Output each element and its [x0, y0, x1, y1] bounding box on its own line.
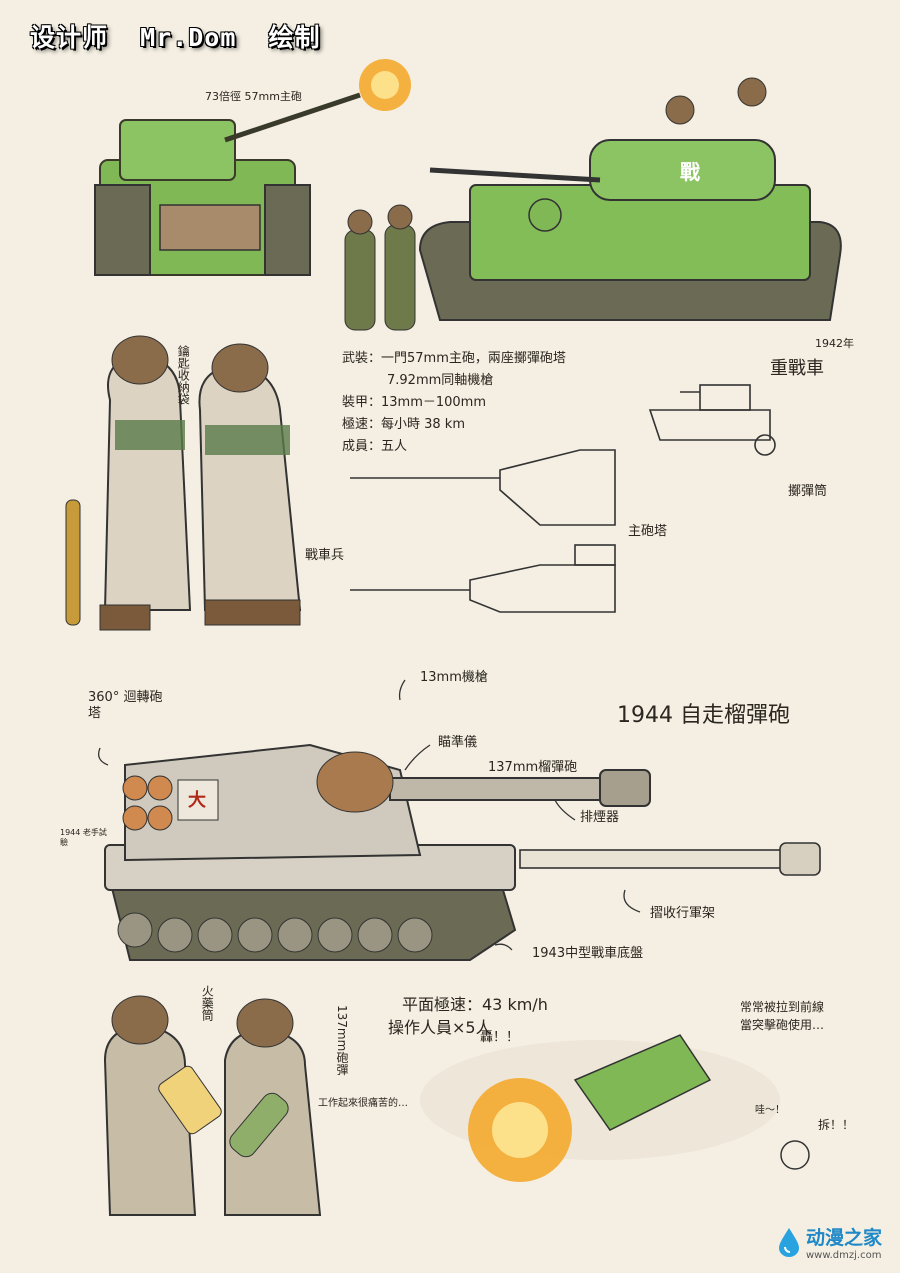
- heavy-tank-title: 重戰車: [770, 358, 824, 379]
- small-note: 1944 老手試驗: [60, 828, 107, 847]
- rear-view-tank: [94, 92, 361, 276]
- crew-top-small: [344, 77, 767, 331]
- explosion-scene: [420, 1034, 810, 1182]
- gun-caliber-note: 73倍徑 57mm主砲: [205, 90, 302, 103]
- watermark: 动漫之家 www.dmzj.com: [778, 1223, 882, 1261]
- spg-barrel-detail: [519, 842, 821, 876]
- hull-emblem: 大: [188, 790, 206, 811]
- spg-title: 1944 自走榴彈砲: [617, 703, 790, 728]
- key-pouch-label: 鑰匙收納袋: [176, 345, 191, 405]
- watermark-brand: 动漫之家: [805, 1227, 882, 1249]
- chassis-label: 1943中型戰車底盤: [532, 946, 644, 961]
- turret-emblem: 戰: [680, 160, 700, 184]
- spg-vehicle: [104, 743, 651, 961]
- callout-arrows: [97, 679, 641, 951]
- gun-crew-figures: [103, 995, 322, 1216]
- muzzle-flash-top: [359, 59, 411, 111]
- work-note: 工作起來很痛苦的…: [318, 1098, 408, 1109]
- tanker-figures: [65, 335, 302, 631]
- tanker-label: 戰車兵: [305, 548, 345, 563]
- spg-speed-line: 平面極速：43 km/h: [402, 995, 548, 1014]
- front-note-1: 常常被拉到前線: [740, 1000, 825, 1014]
- charge-label: 火藥筒: [200, 985, 215, 1021]
- shout-1: 哇～！: [755, 1105, 785, 1116]
- spec-armament-1: 武裝：一門57mm主砲，兩座擲彈砲塔: [342, 351, 566, 366]
- spec-crew: 成員：五人: [342, 439, 408, 454]
- watermark-url: www.dmzj.com: [805, 1250, 882, 1261]
- spec-armament-2: 7.92mm同軸機槍: [387, 373, 494, 388]
- mg-label: 13mm機槍: [420, 670, 488, 685]
- sfx-label: 轟！！: [480, 1030, 520, 1045]
- year-tag: 1942年: [815, 337, 854, 350]
- main-turret-label: 主砲塔: [628, 524, 668, 539]
- muzzle-brake-label: 排煙器: [580, 810, 620, 825]
- shout-2: 拆！！: [818, 1118, 855, 1132]
- travel-lock-label: 摺收行軍架: [650, 906, 716, 921]
- rotating-turret-label: 360° 迴轉砲塔: [88, 690, 163, 722]
- turret-sketches: [350, 384, 776, 613]
- heavy-tank-side: [418, 139, 842, 321]
- spec-speed: 極速：每小時 38 km: [342, 417, 465, 432]
- droplet-logo-icon: [778, 1228, 799, 1257]
- shell-label: 137mm砲彈: [335, 1005, 349, 1076]
- front-note-2: 當突擊砲使用…: [740, 1018, 825, 1032]
- credit-banner: 设计师 Mr.Dom 绘制: [30, 23, 321, 52]
- howitzer-label: 137mm榴彈砲: [488, 760, 578, 775]
- grenade-tube-label: 擲彈筒: [788, 484, 828, 499]
- spec-armor: 裝甲：13mm－100mm: [342, 395, 487, 410]
- spec-list: 武裝：一門57mm主砲，兩座擲彈砲塔 7.92mm同軸機槍 裝甲：13mm－10…: [342, 348, 566, 458]
- sight-label: 瞄準儀: [438, 735, 478, 750]
- spg-crew-line: 操作人員×5人: [388, 1018, 492, 1037]
